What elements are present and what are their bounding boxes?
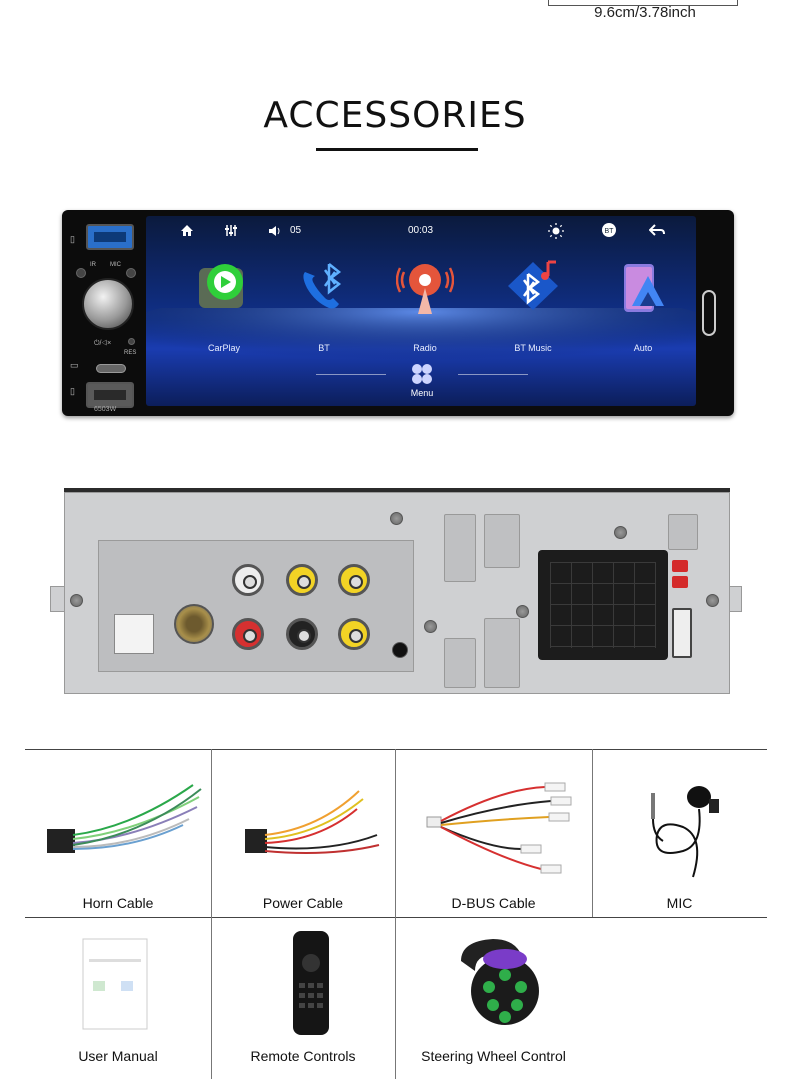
screw-top-center — [390, 512, 403, 525]
rca-audio-out-red — [232, 618, 264, 650]
grid-divider-1 — [211, 749, 212, 1079]
steering-wheel-port — [114, 614, 154, 654]
grid-divider-3 — [592, 749, 593, 917]
reset-button[interactable] — [128, 338, 135, 345]
screw-mid-right — [424, 620, 437, 633]
mic-label: MIC — [110, 262, 121, 268]
menu-divider-left — [316, 374, 386, 375]
volume-icon[interactable] — [268, 224, 282, 237]
accessory-label-dbus-cable: D-BUS Cable — [451, 895, 536, 911]
accessory-label-mic: MIC — [666, 895, 693, 911]
horn-cable-icon — [47, 784, 202, 853]
menu-icon[interactable] — [410, 362, 434, 386]
screw-top-right — [614, 526, 627, 539]
vent-slot-4 — [484, 618, 520, 688]
volume-level: 05 — [290, 225, 302, 236]
usb-icon: ▯ — [70, 234, 75, 244]
mic-hole — [126, 268, 136, 278]
app-bt[interactable]: BT — [279, 258, 369, 353]
ir-label: IR — [90, 262, 96, 268]
accessory-label-power-cable: Power Cable — [262, 895, 344, 911]
antenna-socket — [174, 604, 214, 644]
screw-middle — [516, 605, 529, 618]
rca-audio-out-white — [232, 564, 264, 596]
app-auto[interactable]: Auto — [598, 258, 688, 353]
brightness-icon[interactable] — [548, 223, 564, 239]
power-cable-icon — [245, 790, 380, 854]
accessory-label-horn-cable: Horn Cable — [82, 895, 154, 911]
grid-divider-2 — [395, 749, 396, 1079]
page-title: ACCESSORIES — [263, 95, 527, 136]
touch-screen[interactable]: 05 00:03 BT CarPlay BT — [146, 216, 696, 406]
app-launcher: CarPlay BT Radio BT Music — [146, 258, 696, 358]
accessories-grid: Horn Cable Power Cable D-BUS Cable MIC — [25, 749, 767, 1079]
app-label-carplay: CarPlay — [207, 343, 240, 353]
menu-label[interactable]: Menu — [410, 388, 434, 398]
rca-subwoofer-black — [286, 618, 318, 650]
dimension-label: 9.6cm/3.78inch — [594, 4, 696, 21]
back-icon[interactable] — [649, 224, 665, 237]
app-carplay[interactable]: CarPlay — [179, 258, 269, 353]
reset-label: RES — [124, 350, 137, 356]
fuse-bottom — [672, 576, 688, 588]
status-bar: 05 00:03 BT — [146, 216, 696, 246]
rca-video-out-yellow — [338, 618, 370, 650]
grid-line-middle — [25, 917, 767, 918]
vent-slot-3 — [444, 638, 476, 688]
remote-control-icon — [293, 931, 329, 1035]
vent-slot-5 — [668, 514, 698, 550]
ir-sensor — [76, 268, 86, 278]
connector-panel — [98, 540, 414, 672]
iso-connector — [538, 550, 668, 660]
vent-slot-2 — [484, 514, 520, 568]
accessory-label-remote-controls: Remote Controls — [250, 1048, 356, 1064]
app-label-auto: Auto — [633, 343, 653, 353]
bt-status-icon[interactable]: BT — [601, 223, 617, 239]
screen-background-glow — [146, 308, 696, 368]
app-bt-music[interactable]: BT Music — [488, 258, 578, 353]
volume-knob[interactable] — [82, 278, 134, 330]
microphone-icon — [651, 786, 719, 878]
grid-line-top — [25, 749, 767, 750]
model-number: 6503W — [94, 406, 117, 413]
dbus-cable-icon — [426, 782, 572, 874]
home-icon[interactable] — [180, 224, 194, 237]
steering-wheel-control-icon — [461, 939, 539, 1025]
power-mute-label: ⏻/◁× — [94, 340, 112, 347]
app-label-bt: BT — [318, 343, 330, 353]
menu-divider-right — [458, 374, 528, 375]
rca-camera-in-yellow — [338, 564, 370, 596]
android-auto-icon — [624, 264, 664, 312]
title-underline — [316, 148, 478, 151]
rear-usb-port — [672, 608, 692, 658]
bluetooth-phone-icon — [303, 263, 342, 309]
rca-av-in-yellow — [286, 564, 318, 596]
usb-port-bottom — [86, 382, 134, 408]
control-panel: ▯ IR MIC ⏻/◁× RES ▭ ▯ 6503W — [68, 216, 140, 413]
screw-left — [70, 594, 83, 607]
type-c-port — [96, 364, 126, 373]
bluetooth-music-icon — [508, 260, 558, 310]
fuse-top — [672, 560, 688, 572]
svg-text:BT: BT — [605, 228, 615, 235]
home-button[interactable] — [702, 290, 716, 336]
type-c-icon: ▭ — [70, 360, 79, 370]
equalizer-icon[interactable] — [224, 224, 238, 237]
radio-icon — [395, 264, 455, 314]
vent-slot-1 — [444, 514, 476, 582]
accessory-label-steering-wheel-control: Steering Wheel Control — [421, 1048, 566, 1064]
manual-icon — [82, 938, 148, 1030]
app-radio[interactable]: Radio — [380, 258, 470, 353]
dimension-line — [548, 0, 738, 6]
accessory-label-user-manual: User Manual — [78, 1048, 158, 1064]
screw-right — [706, 594, 719, 607]
app-label-bt-music: BT Music — [514, 343, 552, 353]
carplay-icon — [199, 264, 243, 308]
app-label-radio: Radio — [413, 343, 437, 353]
mic-jack — [392, 642, 408, 658]
usb-port-top — [86, 224, 134, 250]
clock: 00:03 — [408, 225, 434, 236]
charge-icon: ▯ — [70, 386, 75, 396]
